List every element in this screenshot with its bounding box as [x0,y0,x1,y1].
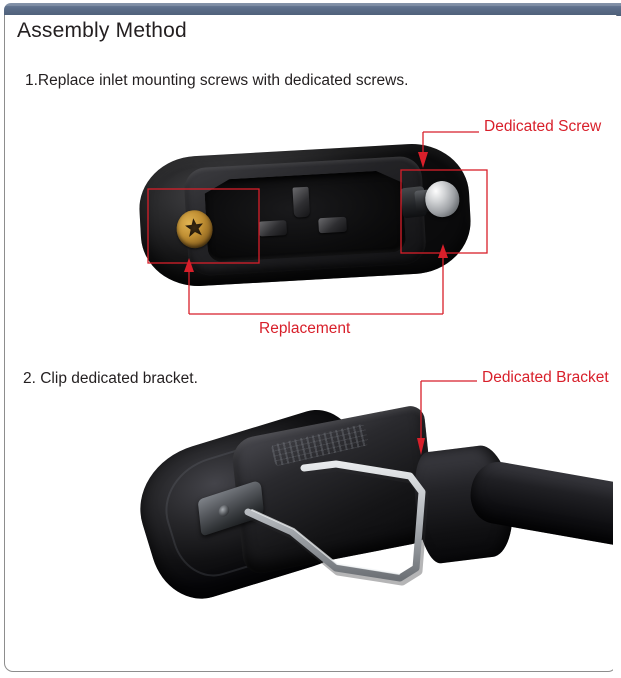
silver-dome-screw-icon [399,176,462,224]
screw-dome-head [423,179,462,219]
titlebar-highlight [4,3,621,6]
callout-replacement: Replacement [259,320,351,337]
callout-dedicated-bracket: Dedicated Bracket [482,369,609,386]
neutral-pin [318,217,347,234]
inlet-socket-recess [204,170,406,263]
plug-figure [125,399,621,620]
line-pin [258,220,287,237]
callout-dedicated-screw: Dedicated Screw [484,118,602,135]
inlet-figure [132,128,492,320]
page-title: Assembly Method [17,19,187,42]
step-1-text: 1.Replace inlet mounting screws with ded… [25,72,409,89]
right-edge-mask [613,16,621,678]
inlet-housing [136,140,474,290]
retention-bracket-icon [244,460,429,586]
window-titlebar [4,3,621,16]
step-2-text: 2. Clip dedicated bracket. [23,370,198,387]
earth-pin [292,187,310,218]
inlet-flange [183,155,427,277]
